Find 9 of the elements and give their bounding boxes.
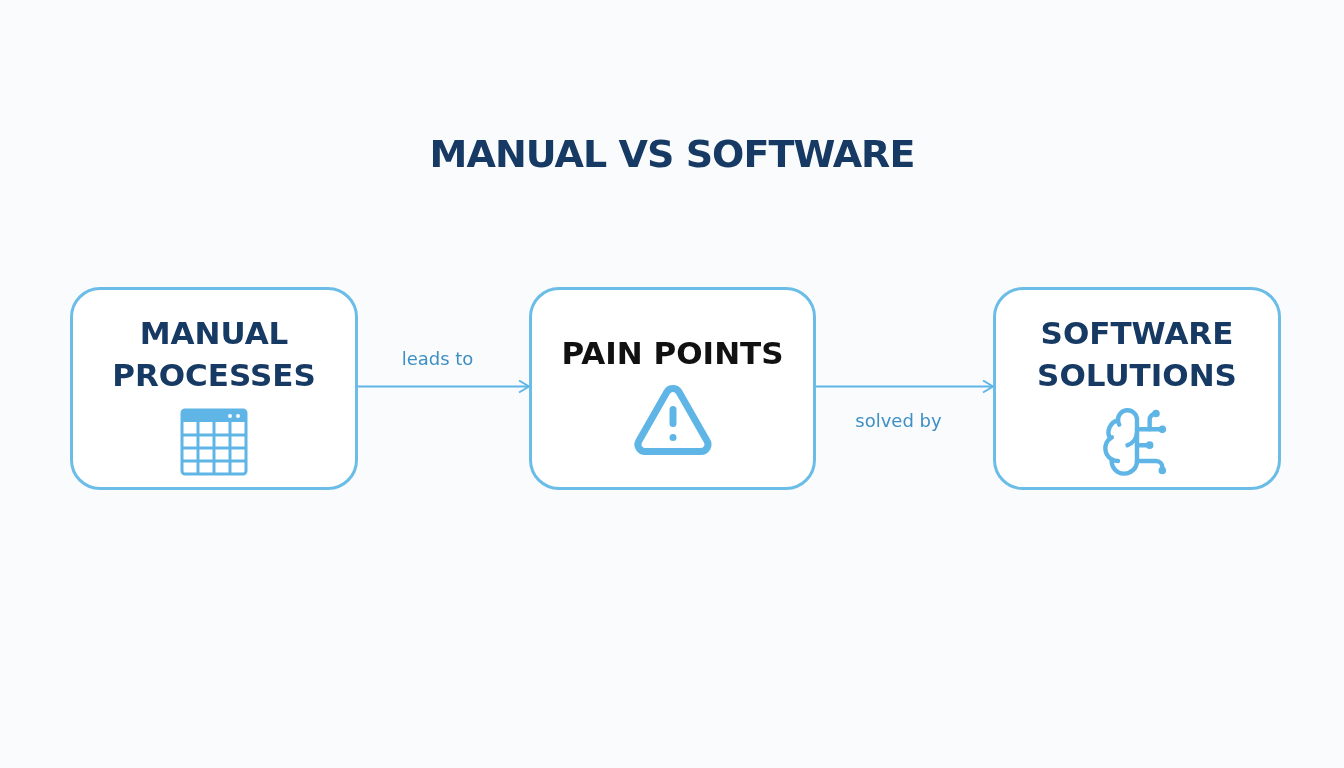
arrow: [815, 379, 994, 394]
box-title: PAIN POINTS: [560, 334, 785, 373]
diagram-title: MANUAL VS SOFTWARE: [429, 131, 915, 178]
arrow: [357, 379, 530, 394]
process-box: [70, 287, 358, 490]
box-title: MANUAL PROCESSES: [111, 314, 317, 395]
process-box: [529, 287, 816, 490]
box-title: SOFTWARE SOLUTIONS: [1036, 314, 1238, 395]
process-box: [993, 287, 1281, 490]
